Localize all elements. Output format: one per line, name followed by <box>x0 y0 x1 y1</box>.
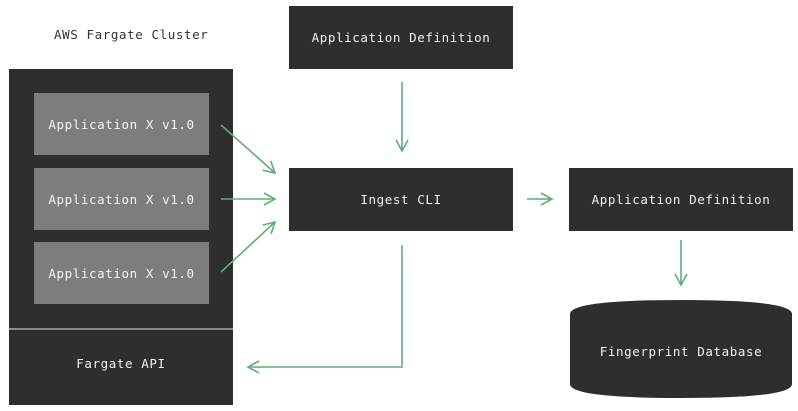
arrow-ingest-to-fargate-api <box>246 245 403 374</box>
ingest-cli: Ingest CLI <box>289 168 513 231</box>
application-node: Application X v1.0 <box>34 93 209 155</box>
application-node: Application X v1.0 <box>34 168 209 230</box>
application-definition-right: Application Definition <box>569 168 793 231</box>
cluster-divider <box>9 328 233 330</box>
application-node: Application X v1.0 <box>34 242 209 304</box>
application-definition-top: Application Definition <box>289 6 513 69</box>
fargate-api-label: Fargate API <box>76 355 166 371</box>
fingerprint-database-label: Fingerprint Database <box>599 343 763 359</box>
cluster-title: AWS Fargate Cluster <box>54 27 209 42</box>
